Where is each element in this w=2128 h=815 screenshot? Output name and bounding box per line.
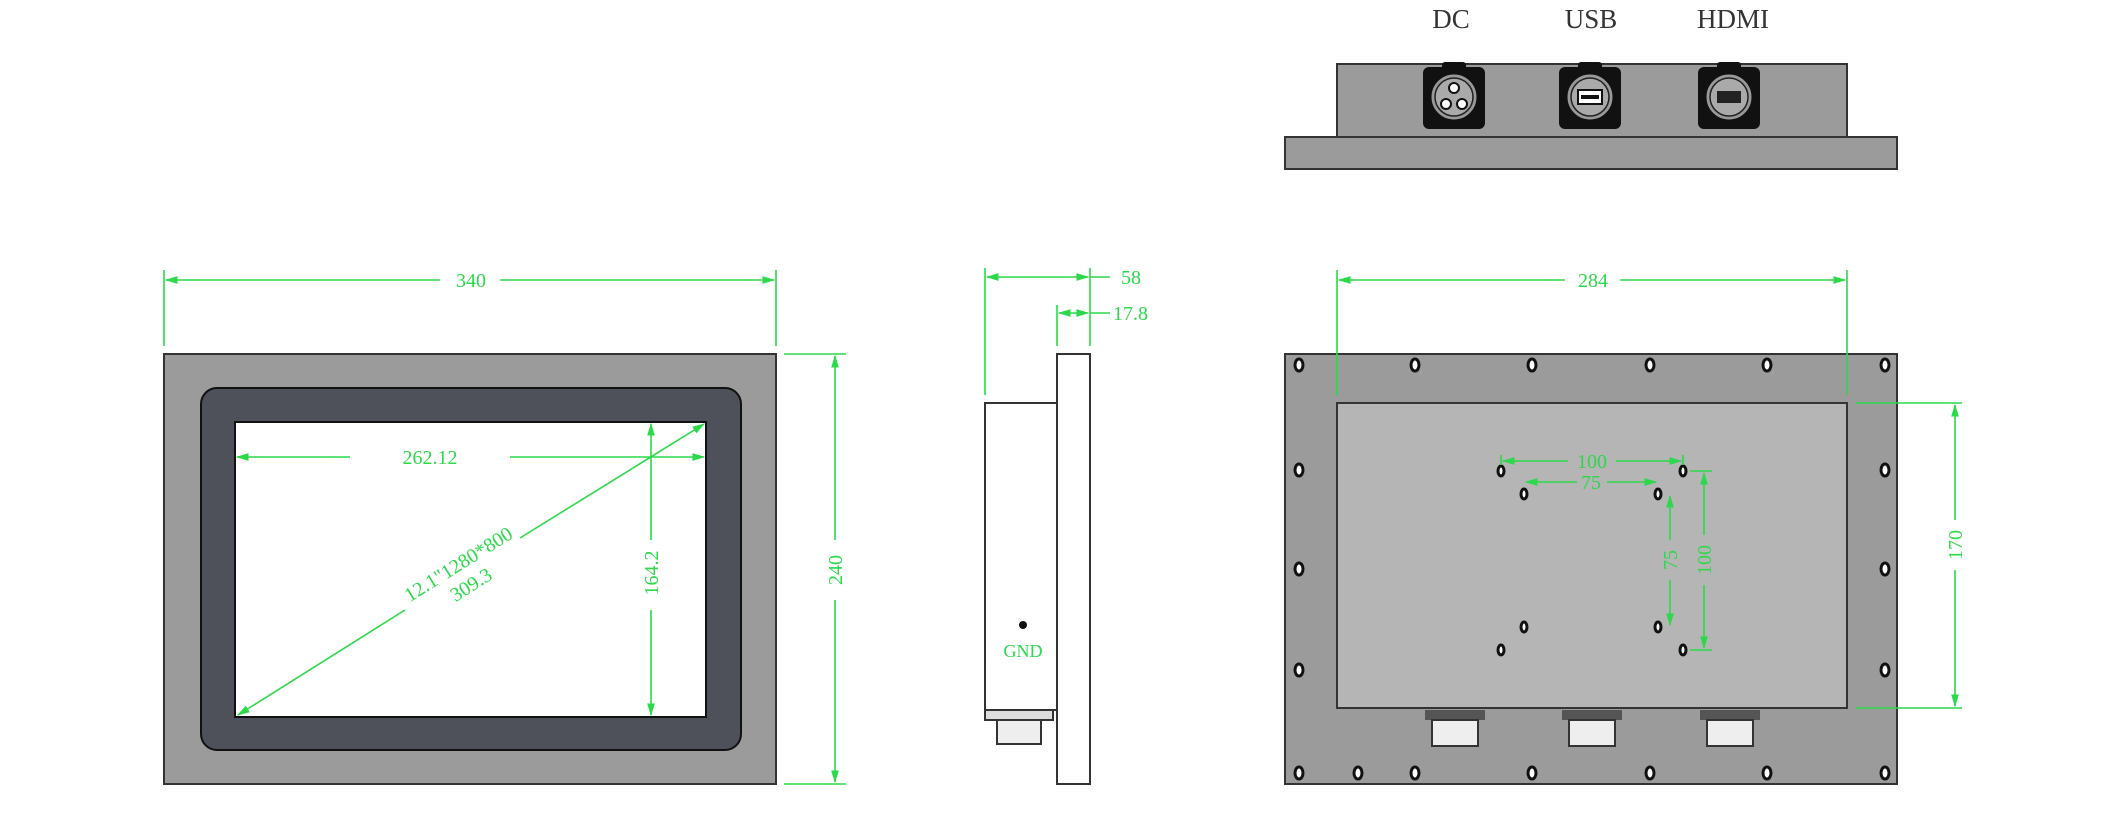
back-view: 284 170 100 75 75 100 xyxy=(1284,270,1967,785)
dim-screen-width: 262.12 xyxy=(403,447,458,469)
side-front-plate xyxy=(1056,353,1091,785)
dim-depth: 58 xyxy=(1121,267,1141,289)
front-view: 340 240 262.12 164.2 12.1"1280*800 309.3 xyxy=(163,270,847,785)
dim-vesa-inner-v: 75 xyxy=(1660,550,1682,570)
top-view: DC USB HDMI xyxy=(1284,4,1898,170)
port-label-usb: USB xyxy=(1565,4,1618,34)
dim-vesa-outer-h: 100 xyxy=(1577,451,1607,473)
bottom-connectors xyxy=(1425,710,1760,747)
vesa-holes xyxy=(1496,464,1688,657)
side-housing xyxy=(984,402,1058,711)
port-label-dc: DC xyxy=(1432,4,1470,34)
usb-connector-icon xyxy=(1557,60,1623,131)
dim-back-width: 284 xyxy=(1578,270,1608,292)
perimeter-screws xyxy=(1293,357,1891,781)
side-view: GND 58 17.8 xyxy=(984,267,1148,785)
gnd-label: GND xyxy=(1004,641,1043,661)
dim-vesa-outer-v: 100 xyxy=(1694,545,1716,575)
dim-front-width: 340 xyxy=(456,270,486,292)
dim-back-height: 170 xyxy=(1945,530,1967,560)
side-connector xyxy=(996,719,1042,745)
gnd-screw-icon xyxy=(1019,621,1027,629)
dc-connector-icon xyxy=(1421,60,1487,131)
dim-screen-height: 164.2 xyxy=(641,551,663,596)
front-plate-top xyxy=(1284,136,1898,170)
port-label-hdmi: HDMI xyxy=(1697,4,1769,34)
rear-cover xyxy=(1336,402,1848,709)
dim-plate-thickness: 17.8 xyxy=(1113,303,1148,325)
dim-front-height: 240 xyxy=(825,555,847,585)
hdmi-connector-icon xyxy=(1696,60,1762,131)
dim-vesa-inner-h: 75 xyxy=(1581,472,1601,494)
